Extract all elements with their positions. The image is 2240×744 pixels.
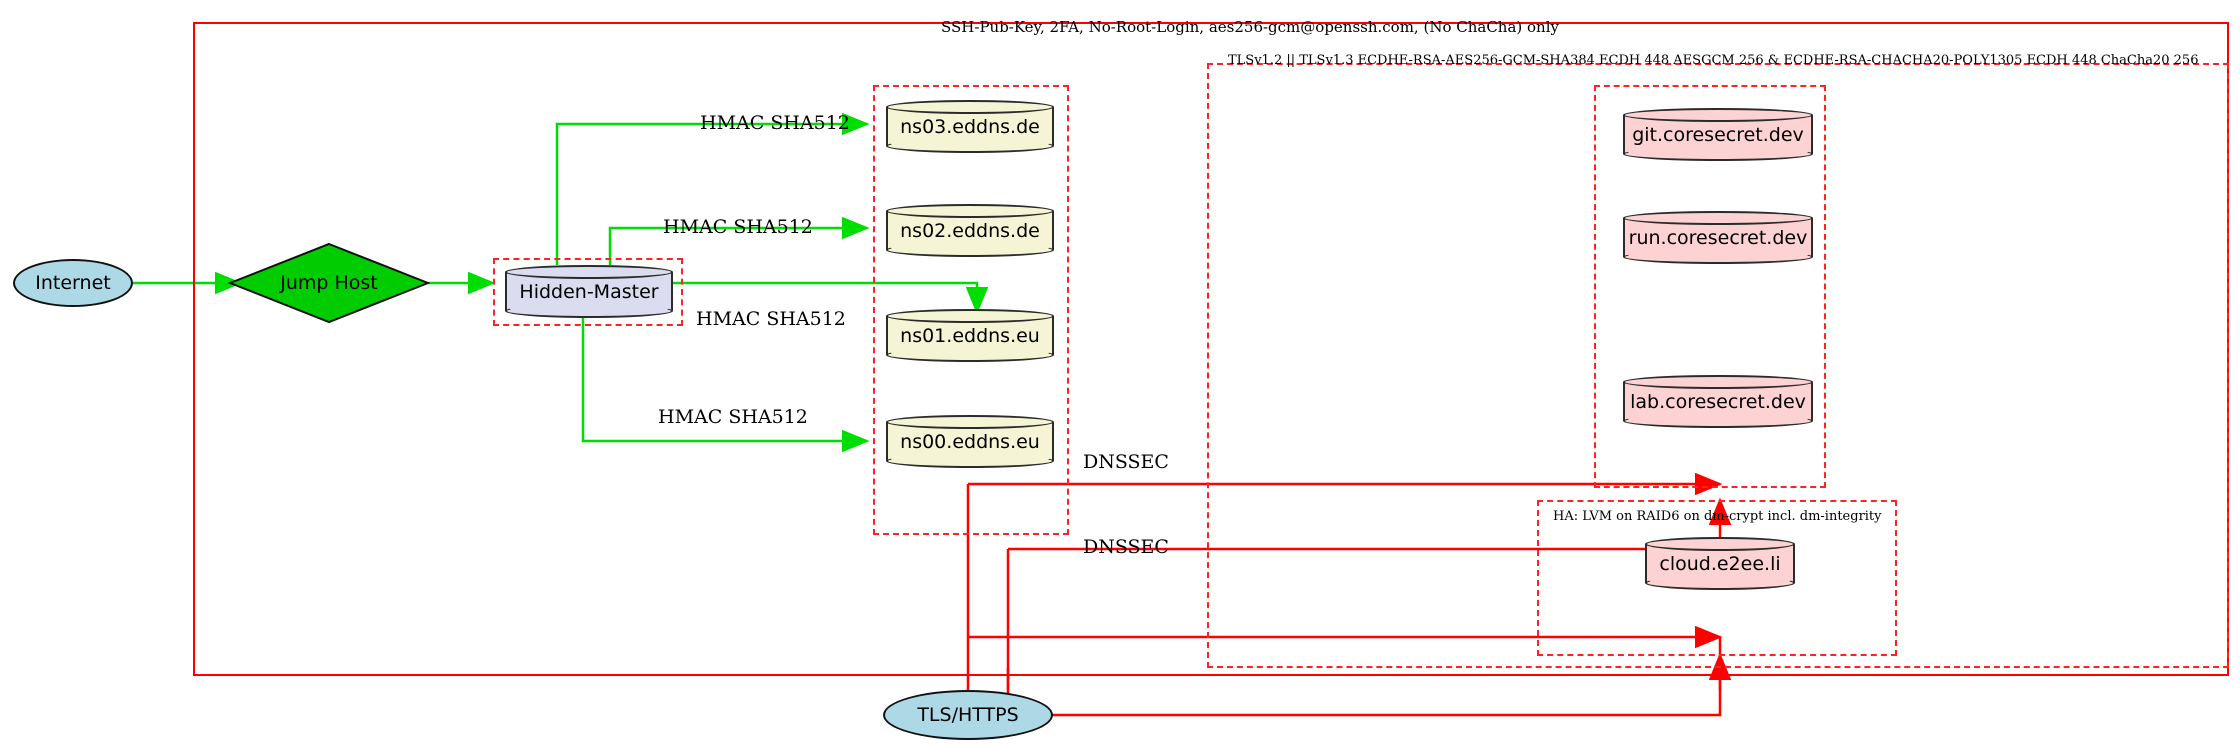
node-tls-https-label: TLS/HTTPS [917, 704, 1019, 726]
cyl-top [1645, 537, 1795, 551]
node-ns00-label: ns00.eddns.eu [900, 430, 1040, 453]
diamond-shape [227, 242, 431, 324]
cyl-bottom [886, 348, 1054, 362]
node-hidden-master[interactable]: Hidden-Master [505, 265, 673, 318]
node-run-coresecret[interactable]: run.coresecret.dev [1623, 211, 1813, 264]
node-hidden-master-label: Hidden-Master [519, 280, 659, 303]
node-ns02[interactable]: ns02.eddns.de [886, 204, 1054, 257]
cluster-tls [1207, 63, 2229, 668]
cyl-bottom [1623, 414, 1813, 428]
cyl-top [505, 265, 673, 279]
cyl-bottom [886, 243, 1054, 257]
node-ns01-label: ns01.eddns.eu [900, 324, 1040, 347]
node-ns01[interactable]: ns01.eddns.eu [886, 309, 1054, 362]
node-cloud-e2ee[interactable]: cloud.e2ee.li [1645, 537, 1795, 590]
edge-hm-ns00 [581, 300, 870, 453]
ssh-boundary-label: SSH-Pub-Key, 2FA, No-Root-Login, aes256-… [941, 18, 1559, 36]
node-jump-host-label: Jump Host [280, 272, 378, 294]
node-jump-host[interactable]: Jump Host [227, 242, 431, 324]
cyl-top [886, 415, 1054, 429]
edge-label-dnssec-2: DNSSEC [1083, 536, 1169, 558]
cyl-bottom [1623, 147, 1813, 161]
node-internet[interactable]: Internet [13, 259, 133, 307]
edge-hm-ns03 [555, 112, 870, 265]
cyl-top [1623, 375, 1813, 389]
cyl-bottom [1623, 250, 1813, 264]
node-cloud-e2ee-label: cloud.e2ee.li [1659, 552, 1781, 575]
cluster-coresecret [1594, 85, 1826, 488]
node-run-coresecret-label: run.coresecret.dev [1628, 226, 1808, 249]
node-git-coresecret[interactable]: git.coresecret.dev [1623, 108, 1813, 161]
edge-label-hmac-ns01: HMAC SHA512 [696, 308, 846, 330]
edge-hm-ns01 [673, 281, 989, 315]
cyl-bottom [1645, 576, 1795, 590]
cluster-ha [1537, 500, 1897, 656]
node-ns03[interactable]: ns03.eddns.de [886, 100, 1054, 153]
edge-label-hmac-ns03: HMAC SHA512 [700, 112, 850, 134]
node-git-coresecret-label: git.coresecret.dev [1632, 123, 1804, 146]
cyl-top [886, 204, 1054, 218]
cluster-hidden-master [493, 258, 683, 326]
cluster-nameservers [873, 85, 1069, 535]
cyl-top [1623, 108, 1813, 122]
cyl-top [886, 100, 1054, 114]
node-lab-coresecret[interactable]: lab.coresecret.dev [1623, 375, 1813, 428]
edge-label-hmac-ns02: HMAC SHA512 [663, 216, 813, 238]
cluster-ha-label: HA: LVM on RAID6 on dm-crypt incl. dm-in… [1553, 509, 1882, 524]
node-ns03-label: ns03.eddns.de [900, 115, 1040, 138]
cyl-top [1623, 211, 1813, 225]
cyl-top [886, 309, 1054, 323]
cluster-tls-label: TLSv1.2 || TLSv1.3 ECDHE-RSA-AES256-GCM-… [1228, 53, 2199, 68]
edge-label-hmac-ns00: HMAC SHA512 [658, 406, 808, 428]
node-ns02-label: ns02.eddns.de [900, 219, 1040, 242]
node-ns00[interactable]: ns00.eddns.eu [886, 415, 1054, 468]
node-lab-coresecret-label: lab.coresecret.dev [1630, 390, 1806, 413]
node-tls-https[interactable]: TLS/HTTPS [883, 690, 1053, 740]
cyl-bottom [886, 139, 1054, 153]
edge-label-dnssec-1: DNSSEC [1083, 451, 1169, 473]
cyl-bottom [505, 304, 673, 318]
edge-hm-ns02 [608, 216, 870, 265]
node-internet-label: Internet [35, 272, 111, 294]
cyl-bottom [886, 454, 1054, 468]
